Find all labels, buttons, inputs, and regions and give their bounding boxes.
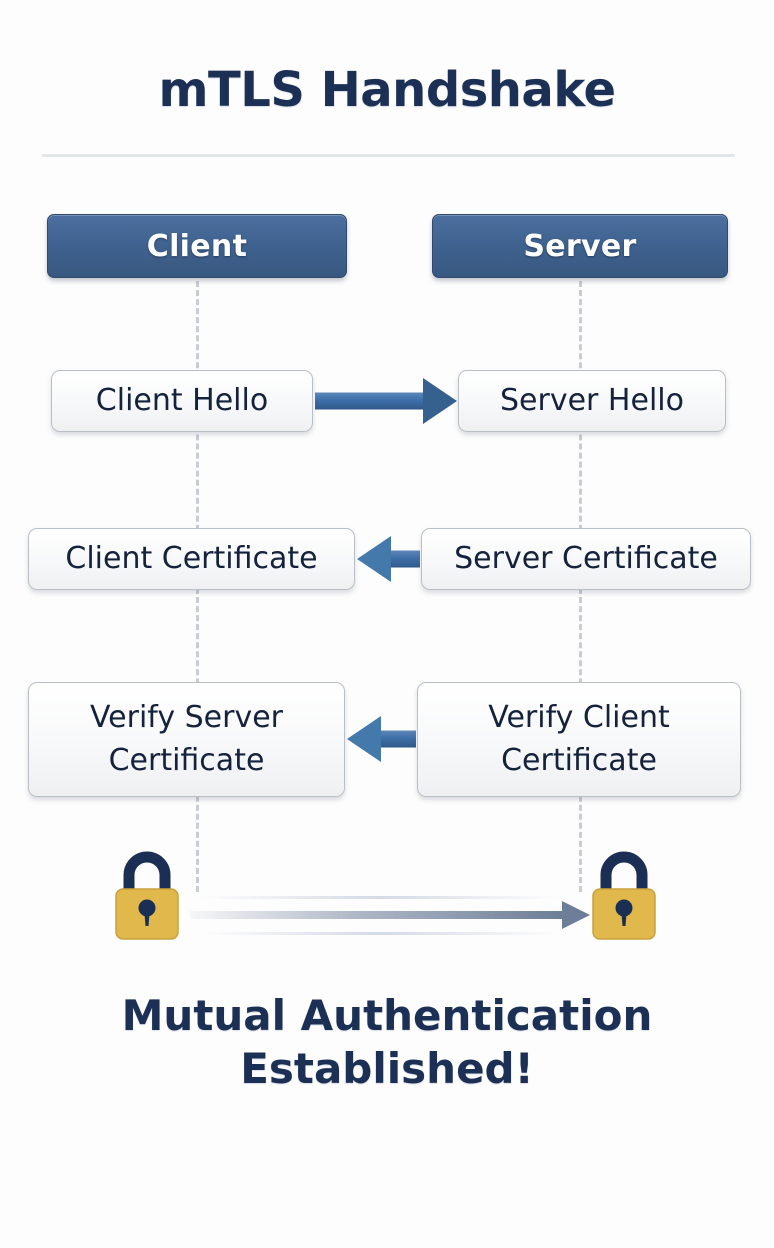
step-2-client-label: Client Certificate xyxy=(65,540,318,576)
lane-header-server[interactable]: Server xyxy=(432,214,728,278)
result-caption: Mutual Authentication Established! xyxy=(0,990,774,1095)
lock-icon xyxy=(108,845,186,945)
step-3-client-label: Verify Server Certificate xyxy=(39,697,334,782)
secure-channel-arrow-icon xyxy=(190,896,590,935)
step-2-server-box[interactable]: Server Certificate xyxy=(421,528,751,590)
step-3-client-label-line2: Certificate xyxy=(108,742,265,778)
arrow-shaft xyxy=(190,911,562,919)
lane-header-server-label: Server xyxy=(523,228,637,264)
arrow-shaft xyxy=(390,550,420,568)
arrow-shaft xyxy=(380,730,416,748)
step-3-server-label: Verify Client Certificate xyxy=(428,697,730,782)
step-3-server-box[interactable]: Verify Client Certificate xyxy=(417,682,741,797)
arrow-glow-top xyxy=(200,896,560,899)
step-2-server-label: Server Certificate xyxy=(454,540,718,576)
step-3-server-label-line1: Verify Client xyxy=(488,699,670,735)
arrow-head xyxy=(347,716,381,762)
lane-header-client-label: Client xyxy=(146,228,248,264)
lane-header-client[interactable]: Client xyxy=(47,214,347,278)
page-title: mTLS Handshake xyxy=(158,62,616,118)
arrow-glow-bottom xyxy=(200,932,560,935)
step-1-server-label: Server Hello xyxy=(500,382,684,418)
step-3-client-box[interactable]: Verify Server Certificate xyxy=(28,682,345,797)
step-3-client-label-line1: Verify Server xyxy=(89,699,284,735)
title-divider xyxy=(42,154,735,157)
step-1-client-label: Client Hello xyxy=(95,382,269,418)
arrow-head xyxy=(423,378,457,424)
arrow-shaft xyxy=(315,392,424,410)
step-1-client-box[interactable]: Client Hello xyxy=(51,370,313,432)
result-caption-line1: Mutual Authentication xyxy=(121,991,653,1040)
step-1-server-box[interactable]: Server Hello xyxy=(458,370,726,432)
step-3-server-label-line2: Certificate xyxy=(501,742,657,778)
lock-icon xyxy=(585,845,663,945)
arrow-head xyxy=(357,536,391,582)
result-caption-line2: Established! xyxy=(240,1043,534,1093)
arrow-head xyxy=(562,901,590,929)
step-2-client-box[interactable]: Client Certificate xyxy=(28,528,355,590)
